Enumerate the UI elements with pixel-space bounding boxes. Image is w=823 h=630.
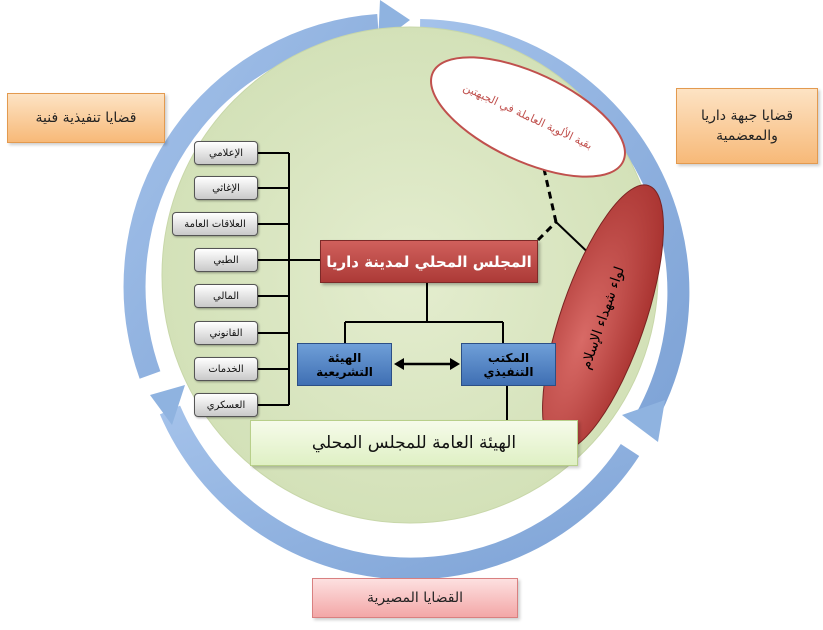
department-connectors [258,152,599,420]
label-fateful-issues: القضايا المصيرية [312,578,518,618]
dept-public-relations: العلاقات العامة [172,212,258,236]
general-assembly-box: الهيئة العامة للمجلس المحلي [250,420,578,466]
legislative-body-box: الهيئة التشريعية [297,343,392,386]
white-ellipse [430,56,626,178]
dept-services: الخدمات [194,357,258,381]
local-council-box: المجلس المحلي لمدينة داريا [320,240,538,283]
dept-media: الإعلامي [194,141,258,165]
ring-arrow-right [622,400,665,442]
executive-office-box: المكتب التنفيذي [461,343,556,386]
dept-relief: الإغاثي [194,176,258,200]
dept-military: العسكري [194,393,258,417]
dept-finance: المالي [194,284,258,308]
label-front-issues: قضايا جبهة داريا والمعضمية [676,88,818,164]
dept-legal: القانوني [194,321,258,345]
double-arrow [394,358,460,370]
dept-medical: الطبي [194,248,258,272]
ring-arrow-left [150,385,185,425]
label-technical-issues: قضايا تنفيذية فنية [7,93,165,143]
